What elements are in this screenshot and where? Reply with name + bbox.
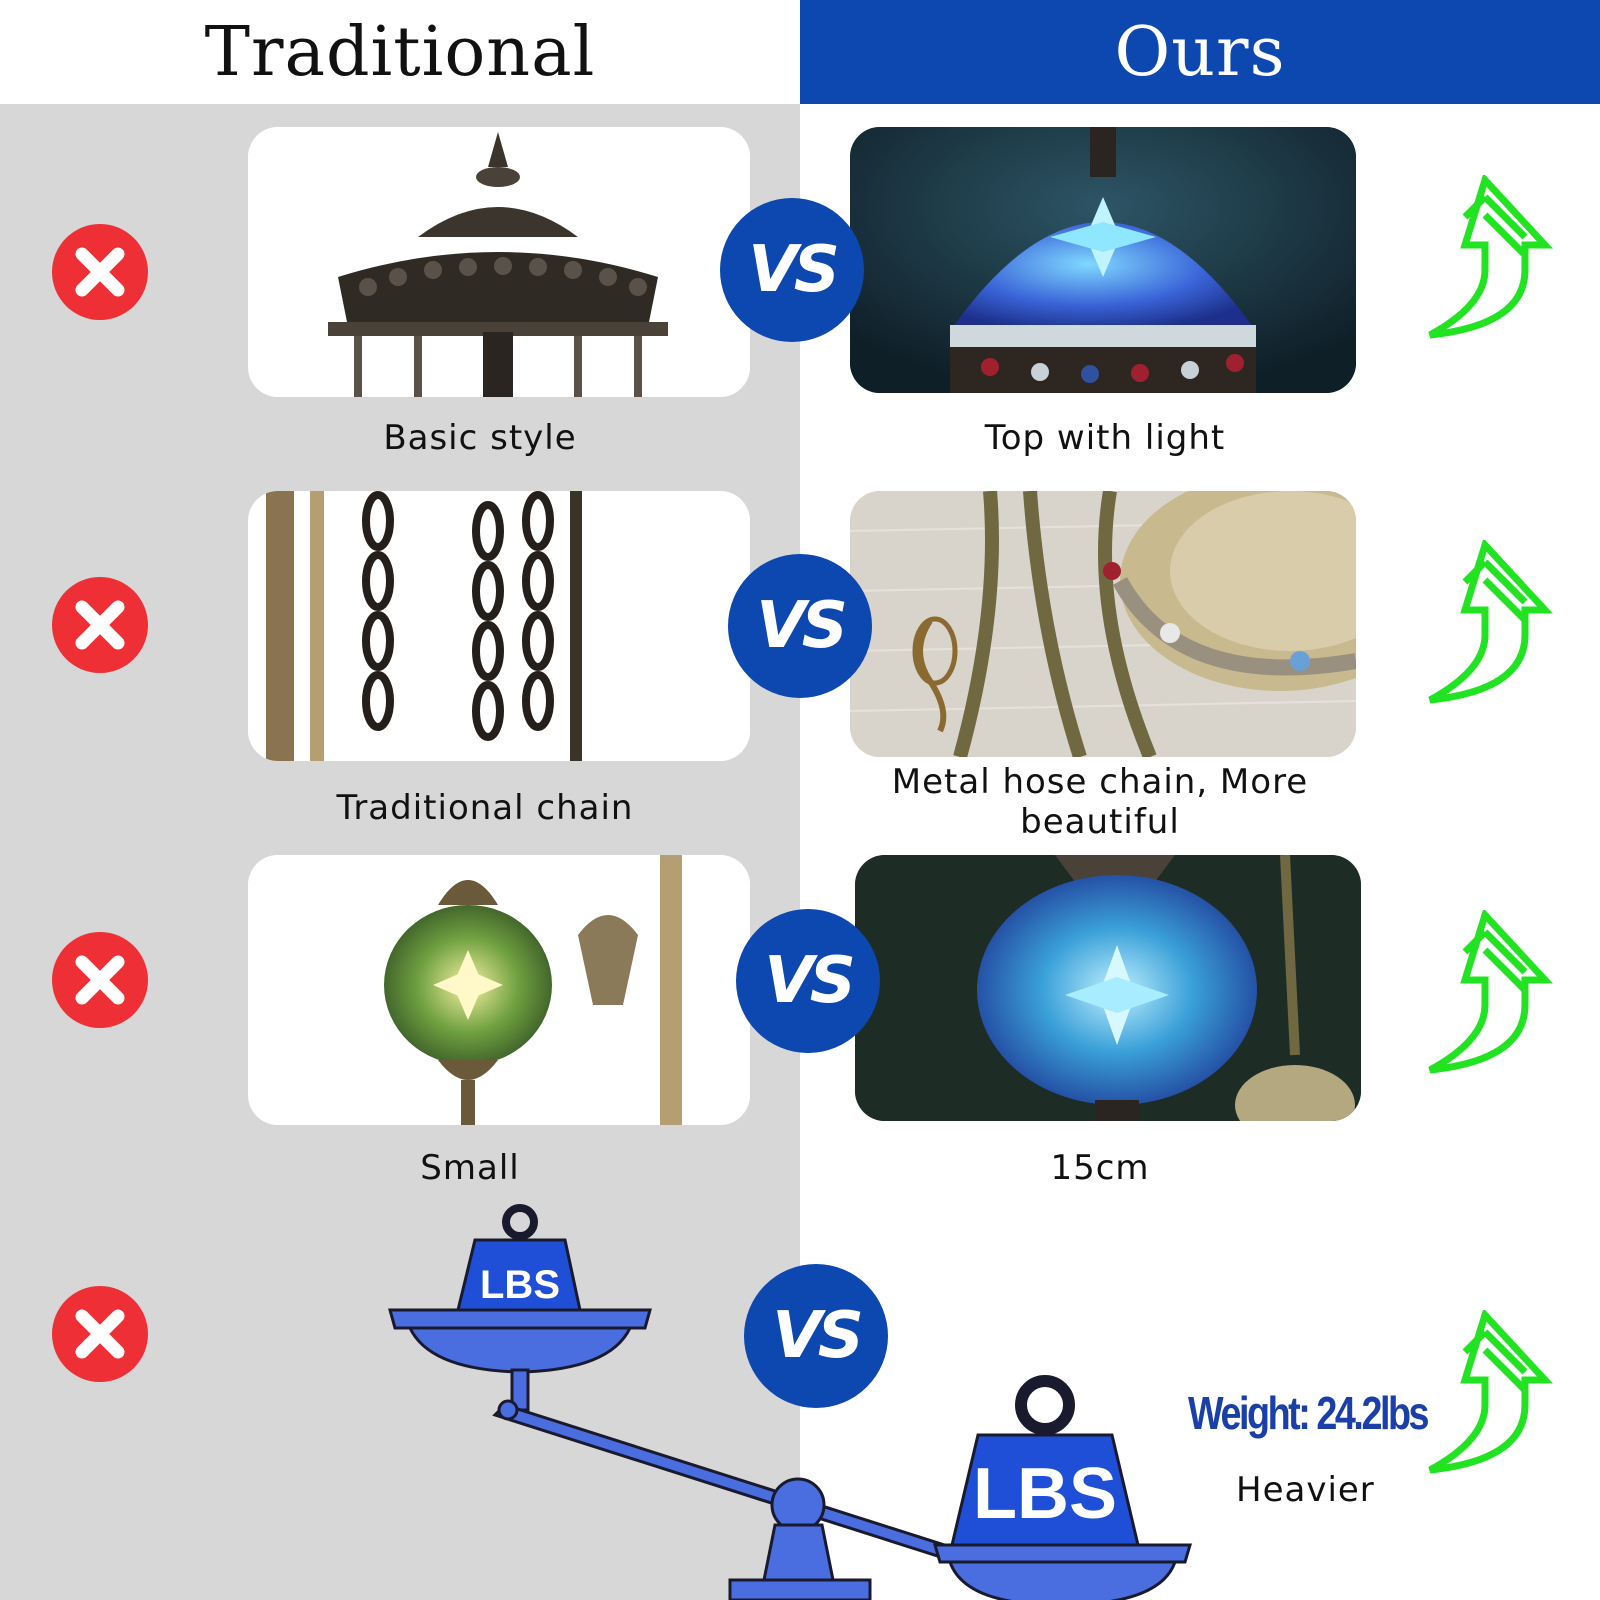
- traditional-chain-photo: [248, 491, 750, 761]
- small-lamp-photo: [248, 855, 750, 1125]
- top-with-light-photo: [850, 127, 1356, 393]
- up-arrow-icon: [1425, 538, 1565, 720]
- vs-badge: VS: [720, 198, 864, 342]
- traditional-title: Traditional: [204, 12, 596, 92]
- cross-icon: [52, 932, 148, 1028]
- small-weight-label: LBS: [480, 1263, 560, 1307]
- metal-hose-chain-photo: [850, 491, 1356, 757]
- row2-right-caption: Metal hose chain, More beautiful: [891, 762, 1309, 842]
- vs-badge: VS: [728, 554, 872, 698]
- row2-left-caption: Traditional chain: [336, 788, 634, 828]
- cross-icon: [52, 577, 148, 673]
- up-arrow-icon: [1425, 173, 1565, 355]
- row1-left-caption: Basic style: [383, 418, 577, 458]
- row3-right-caption: 15cm: [1050, 1148, 1150, 1188]
- cross-icon: [52, 224, 148, 320]
- 15cm-lamp-photo: [855, 855, 1361, 1121]
- large-weight-label: LBS: [973, 1454, 1117, 1534]
- up-arrow-icon: [1425, 908, 1565, 1090]
- weight-value: Weight: 24.2lbs: [1188, 1387, 1430, 1439]
- up-arrow-icon: [1425, 1308, 1565, 1490]
- ours-header: Ours: [800, 0, 1600, 104]
- row1-right-caption: Top with light: [984, 418, 1226, 458]
- cross-icon: [52, 1286, 148, 1382]
- basic-style-photo: [248, 127, 750, 397]
- weight-caption: Heavier: [1236, 1470, 1375, 1510]
- ours-title: Ours: [1114, 12, 1286, 92]
- vs-badge: VS: [736, 909, 880, 1053]
- row3-left-caption: Small: [420, 1148, 520, 1188]
- traditional-header: Traditional: [0, 0, 800, 104]
- vs-badge: VS: [744, 1264, 888, 1408]
- balance-scale-illustration: LBS LBS: [388, 1204, 1193, 1600]
